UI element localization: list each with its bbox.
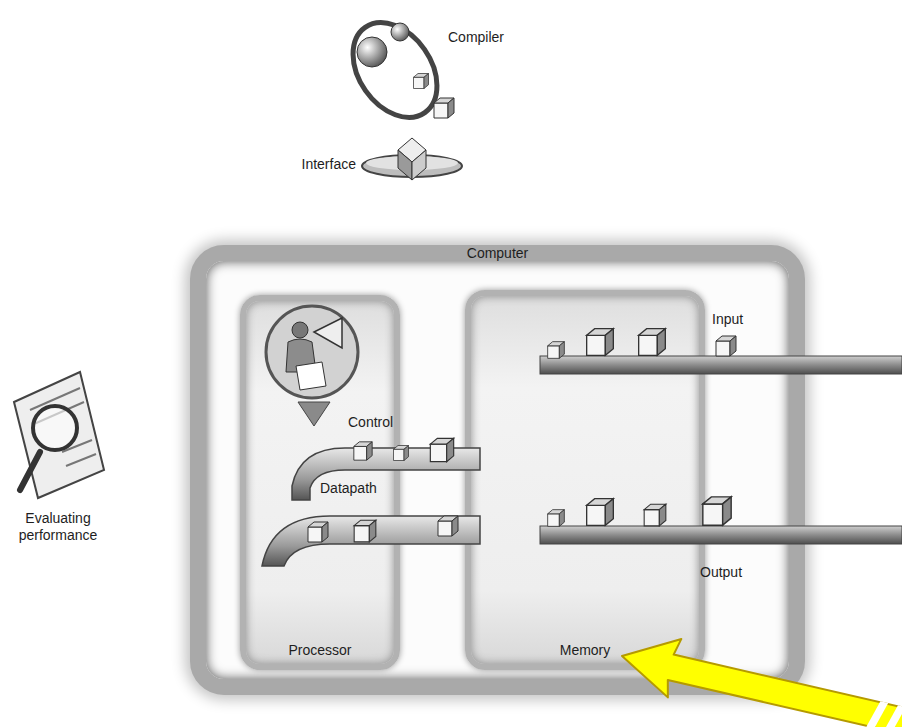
control-pipe xyxy=(292,438,480,500)
output-band xyxy=(540,497,902,544)
datapath-pipe xyxy=(262,516,480,566)
performance-figure xyxy=(14,372,104,498)
memory-panel: Memory xyxy=(465,290,705,670)
figure-label: Compiler xyxy=(448,29,528,46)
figure-label: Evaluating performance xyxy=(8,510,108,544)
panel-label: Processor xyxy=(288,642,351,658)
panel-label: Memory xyxy=(560,642,611,658)
band-label: Input xyxy=(712,311,772,328)
control-person xyxy=(266,306,358,426)
input-band xyxy=(540,329,902,374)
pipe-label: Datapath xyxy=(320,480,400,497)
figure-label: Interface xyxy=(290,156,356,173)
pipe-label: Control xyxy=(348,414,418,431)
compiler-figure xyxy=(336,7,462,180)
band-label: Output xyxy=(700,564,770,581)
frame-title: Computer xyxy=(206,245,789,261)
pointer-arrow xyxy=(615,627,902,727)
